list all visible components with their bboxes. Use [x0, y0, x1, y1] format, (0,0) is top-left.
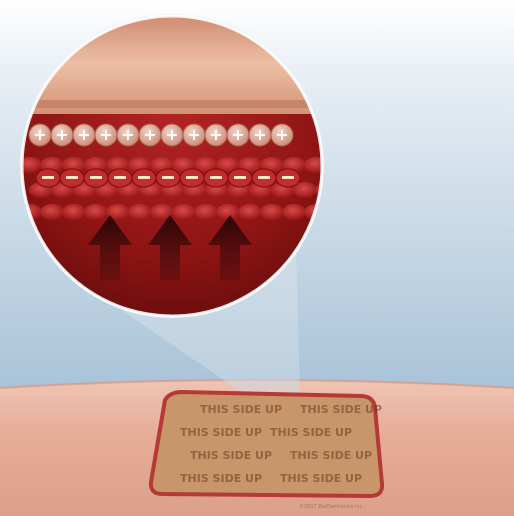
negative-charge [60, 169, 84, 187]
positive-charge: + [29, 124, 51, 146]
arrows [88, 215, 252, 280]
patch-label-text: THIS SIDE UP [300, 403, 382, 416]
negative-charge [228, 169, 252, 187]
negative-charge [36, 169, 60, 187]
positive-charge: + [51, 124, 73, 146]
blood-cell [238, 204, 262, 220]
blood-cell [62, 204, 86, 220]
blood-cells [18, 157, 339, 220]
patch: THIS SIDE UP THIS SIDE UP THIS SIDE UP THIS… [151, 392, 382, 496]
svg-text:+: + [143, 125, 156, 144]
positive-charge: + [249, 124, 271, 146]
svg-text:+: + [253, 125, 266, 144]
credit-text: ©2017 BioElectronics Inc. [299, 504, 364, 510]
svg-text:+: + [231, 125, 244, 144]
negative-charge [252, 169, 276, 187]
svg-text:+: + [77, 125, 90, 144]
negative-charge [180, 169, 204, 187]
blood-cell [260, 204, 284, 220]
positive-charge: + [95, 124, 117, 146]
svg-text:+: + [187, 125, 200, 144]
negative-charge [276, 169, 300, 187]
blood-cell [128, 204, 152, 220]
positive-charge: + [205, 124, 227, 146]
negative-charge [108, 169, 132, 187]
negative-charge [204, 169, 228, 187]
blood-cell [216, 204, 240, 220]
blood-cell [282, 204, 306, 220]
positive-charge: + [271, 124, 293, 146]
negative-charge [156, 169, 180, 187]
positive-charge: + [227, 124, 249, 146]
negative-charge [132, 169, 156, 187]
blood-cell [172, 204, 196, 220]
blood-cell [84, 204, 108, 220]
patch-label-text: THIS SIDE UP [290, 449, 372, 462]
svg-text:+: + [33, 125, 46, 144]
positive-charge: + [161, 124, 183, 146]
patch-label-text: THIS SIDE UP [180, 426, 262, 439]
blood-cell [194, 204, 218, 220]
blood-cell [40, 204, 64, 220]
svg-text:+: + [99, 125, 112, 144]
layer-boundary [20, 100, 330, 108]
svg-text:+: + [55, 125, 68, 144]
svg-text:+: + [209, 125, 222, 144]
positive-charge: + [73, 124, 95, 146]
patch-label-text: THIS SIDE UP [280, 472, 362, 485]
positive-charge: + [139, 124, 161, 146]
positive-charge: + [183, 124, 205, 146]
positive-charge: + [117, 124, 139, 146]
negative-charge-row [36, 169, 300, 187]
patch-label-text: THIS SIDE UP [180, 472, 262, 485]
svg-text:+: + [165, 125, 178, 144]
svg-text:+: + [121, 125, 134, 144]
negative-charge [84, 169, 108, 187]
patch-label-text: THIS SIDE UP [200, 403, 282, 416]
svg-text:+: + [275, 125, 288, 144]
patch-label-text: THIS SIDE UP [190, 449, 272, 462]
patch-label-text: THIS SIDE UP [270, 426, 352, 439]
